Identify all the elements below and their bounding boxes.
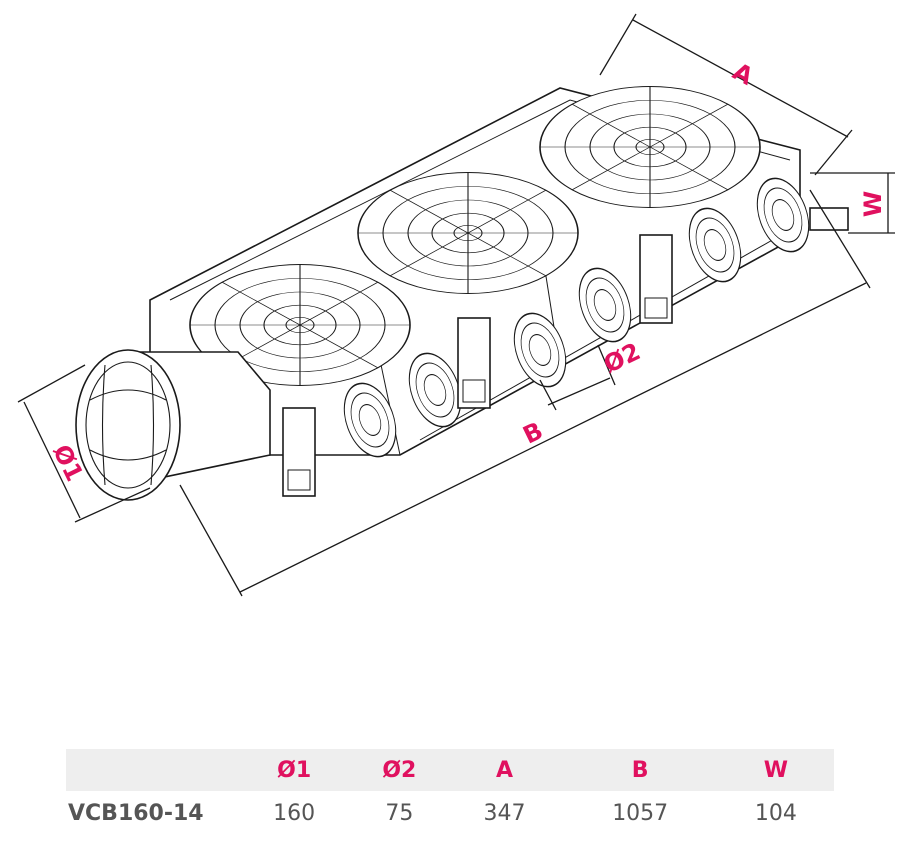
main-inlet	[75, 349, 271, 501]
label-b: B	[519, 416, 548, 449]
header-b: B	[562, 749, 718, 791]
dimensions-table: Ø1 Ø2 A B W VCB160-14 160 75 347 1057 10…	[66, 749, 834, 835]
grille-2	[357, 172, 579, 294]
mounting-brackets	[282, 207, 849, 497]
cell-w: 104	[754, 800, 797, 826]
header-a: A	[446, 749, 563, 791]
cell-d1: 160	[273, 800, 316, 826]
cell-d2: 75	[385, 800, 414, 826]
dimension-d2	[539, 344, 616, 411]
grille-1	[189, 264, 411, 386]
dimension-a	[599, 13, 853, 176]
table-row: VCB160-14 160 75 347 1057 104	[66, 791, 834, 835]
manifold-diagram: A W B Ø1 Ø2	[17, 13, 895, 597]
dimension-b	[179, 189, 871, 597]
table-header-row: Ø1 Ø2 A B W	[66, 749, 834, 791]
cell-model: VCB160-14	[68, 800, 204, 826]
dimension-w	[810, 172, 895, 234]
header-w: W	[717, 749, 834, 791]
dimension-d1	[17, 364, 151, 523]
label-w: W	[859, 191, 887, 217]
header-model	[66, 749, 236, 791]
cell-b: 1057	[612, 800, 669, 826]
grille-3	[539, 86, 761, 208]
label-d2: Ø2	[599, 337, 645, 378]
outlet-spigots	[343, 177, 810, 458]
header-d2: Ø2	[352, 749, 447, 791]
cell-a: 347	[483, 800, 526, 826]
header-d1: Ø1	[236, 749, 353, 791]
